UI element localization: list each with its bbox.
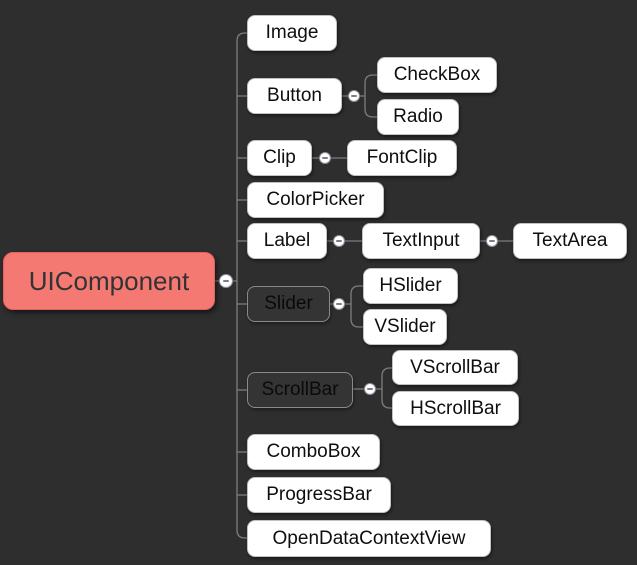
node-combobox[interactable]: ComboBox	[247, 434, 380, 470]
node-textinput[interactable]: TextInput	[362, 223, 480, 259]
collapse-toggle-slider[interactable]	[333, 298, 345, 310]
collapse-toggle-button[interactable]	[348, 90, 360, 102]
node-colorpicker-label: ColorPicker	[266, 189, 365, 210]
node-progressbar-label: ProgressBar	[266, 484, 372, 505]
minus-icon	[322, 157, 328, 159]
node-slider-label: Slider	[264, 293, 313, 314]
node-button[interactable]: Button	[247, 78, 342, 114]
node-button-label: Button	[267, 85, 322, 106]
minus-icon	[336, 303, 342, 305]
node-clip[interactable]: Clip	[247, 140, 312, 176]
node-fontclip-label: FontClip	[366, 147, 438, 168]
node-fontclip[interactable]: FontClip	[347, 140, 457, 176]
minus-icon	[367, 388, 373, 390]
node-vscrollbar[interactable]: VScrollBar	[392, 350, 518, 385]
node-checkbox[interactable]: CheckBox	[377, 57, 497, 93]
node-clip-label: Clip	[263, 147, 296, 168]
collapse-toggle-label[interactable]	[333, 235, 345, 247]
minus-icon	[489, 240, 495, 242]
node-scrollbar-label: ScrollBar	[261, 379, 339, 400]
node-colorpicker[interactable]: ColorPicker	[247, 182, 384, 218]
node-vslider-label: VSlider	[374, 316, 436, 337]
node-progressbar[interactable]: ProgressBar	[247, 477, 391, 513]
node-vscrollbar-label: VScrollBar	[410, 356, 500, 378]
minus-icon	[223, 280, 229, 282]
node-opendatacontextview-label: OpenDataContextView	[272, 527, 466, 549]
node-uicomponent-label: UIComponent	[28, 265, 190, 296]
node-hscrollbar[interactable]: HScrollBar	[392, 391, 519, 426]
node-scrollbar[interactable]: ScrollBar	[247, 372, 353, 408]
node-hslider[interactable]: HSlider	[363, 268, 458, 304]
node-textarea[interactable]: TextArea	[513, 223, 627, 259]
collapse-toggle-scrollbar[interactable]	[364, 383, 376, 395]
node-image[interactable]: Image	[247, 15, 337, 51]
node-hscrollbar-label: HScrollBar	[410, 397, 501, 419]
minus-icon	[336, 240, 342, 242]
node-radio-label: Radio	[393, 106, 443, 127]
node-label[interactable]: Label	[247, 223, 327, 259]
collapse-toggle-uicomponent[interactable]	[219, 274, 233, 288]
node-uicomponent[interactable]: UIComponent	[3, 252, 215, 310]
node-textinput-label: TextInput	[382, 230, 460, 251]
node-combobox-label: ComboBox	[266, 441, 361, 462]
node-opendatacontextview[interactable]: OpenDataContextView	[247, 520, 491, 557]
node-slider[interactable]: Slider	[247, 286, 330, 322]
node-vslider[interactable]: VSlider	[363, 309, 447, 345]
node-hslider-label: HSlider	[379, 275, 442, 296]
collapse-toggle-clip[interactable]	[319, 152, 331, 164]
node-radio[interactable]: Radio	[377, 99, 459, 135]
node-image-label: Image	[265, 22, 319, 43]
node-textarea-label: TextArea	[532, 230, 608, 251]
minus-icon	[351, 95, 357, 97]
node-checkbox-label: CheckBox	[393, 64, 481, 85]
node-label-label: Label	[263, 230, 311, 251]
collapse-toggle-textinput[interactable]	[486, 235, 498, 247]
